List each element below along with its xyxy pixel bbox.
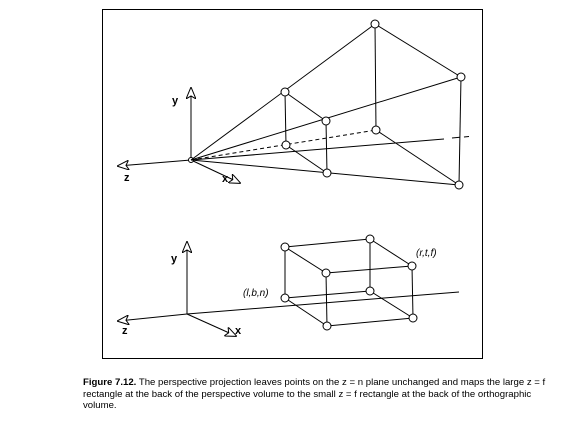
ortho-box-front: [325, 265, 414, 327]
bottom-x-label: x: [235, 325, 242, 337]
top-z-axis: [118, 159, 192, 166]
figure-caption: Figure 7.12. The perspective projection …: [83, 377, 563, 412]
figure-frame: [102, 9, 483, 359]
frustum-rays: [190, 23, 462, 186]
top-x-label: x: [222, 173, 229, 185]
caption-label: Figure 7.12.: [83, 377, 137, 388]
bottom-z-axis: [118, 313, 188, 321]
ortho-vertices: [280, 234, 418, 331]
perspective-view: [118, 19, 470, 190]
perspective-vertices: [280, 19, 466, 190]
top-axes: [118, 88, 470, 183]
top-z-label: z: [124, 172, 130, 184]
top-view-axis-dash: [451, 136, 470, 139]
bottom-x-axis: [186, 313, 236, 336]
far-corner-label: (r,t,f): [416, 248, 437, 259]
ortho-box-back: [284, 238, 371, 299]
bottom-y-label: y: [171, 253, 178, 265]
near-corner-label: (l,b,n): [243, 288, 269, 299]
top-view-axis: [190, 138, 445, 161]
top-y-label: y: [172, 95, 179, 107]
bottom-z-label: z: [122, 325, 128, 337]
projection-diagram: y z x: [0, 19, 470, 337]
bottom-axes: [118, 242, 460, 336]
caption-text: The perspective projection leaves points…: [83, 377, 546, 412]
orthographic-view: [118, 234, 460, 336]
bottom-view-axis: [186, 291, 460, 315]
ortho-box-edges: [284, 238, 414, 327]
far-rectangle: [374, 23, 462, 186]
top-x-axis: [190, 159, 240, 183]
near-rectangle: [284, 91, 328, 174]
